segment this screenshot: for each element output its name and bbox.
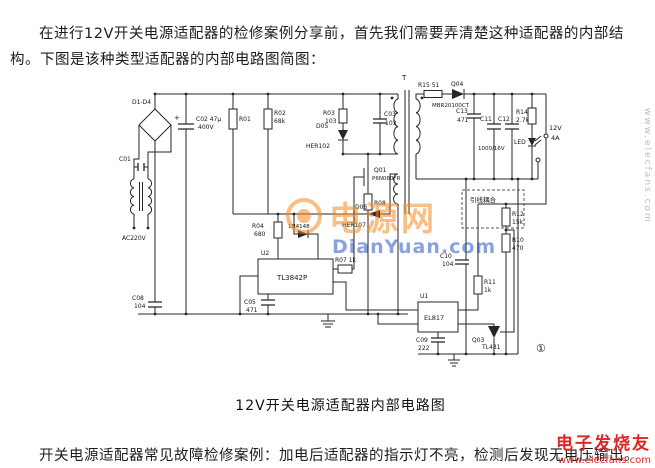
component-label: 471 [246,307,258,314]
component-label: U1 [420,293,428,300]
component-label: R14 [516,109,528,116]
component-label: Q04 [451,81,464,88]
component-label: 471 [457,117,469,124]
diode-1n4148 [298,230,308,238]
rectifier-q04 [452,89,464,99]
transformer-aux-winding [393,173,399,205]
ic-tl3842p-box [257,258,334,295]
component-label: R15 51 [418,82,440,89]
component-label: 68k [274,118,286,125]
component-label: C11 [480,116,492,123]
component-label: Q03 [472,337,485,344]
diode-d06 [368,210,380,218]
component-label: 引线耦合 [470,195,497,204]
case-paragraph: 开关电源适配器常见故障检修案例：加电后适配器的指示灯不亮，检测后发现无电压输出。 [39,447,639,464]
component-label: R10 [512,237,524,244]
component-label: D06 [355,204,367,211]
shunt-regulator-tl431 [488,326,500,338]
component-label: C01 [119,156,131,163]
figure-caption: 12V开关电源适配器内部电路图 [235,398,446,414]
mosfet-q01 [363,166,369,188]
component-label: AC220V [122,235,147,242]
component-label: C10 [440,253,452,260]
corner-watermark-subtext: www.elecfans.com [557,454,651,466]
transformer-primary-winding [393,98,399,155]
output-terminal [535,157,541,163]
component-label: R03 [323,110,335,117]
component-label: ① [536,342,546,355]
component-label: R02 [274,110,286,117]
component-label: HER102 [306,143,330,150]
component-label: R12 [512,211,524,218]
component-label: + [174,114,180,122]
component-label: C03 [384,111,396,118]
component-label: 15k [512,219,524,226]
component-label: C09 [416,337,428,344]
component-label: 103 [325,118,337,125]
component-label: MBR20100CT [432,103,470,109]
component-label: 680 [254,231,266,238]
junction-dots [132,92,549,356]
corner-watermark: 电子发烧友 www.elecfans.com [556,433,651,466]
component-label: R11 [484,279,496,286]
component-label: R04 [252,223,264,230]
component-label: 1000/16V [478,146,505,152]
diode-d05 [338,130,348,140]
component-label: C02 47μ [196,116,221,123]
component-label: LED [514,139,526,146]
component-label: U2 [261,250,269,257]
component-label: P6N060FR [372,176,401,182]
component-label: 1k [484,287,492,294]
resistor-bodies [228,90,537,295]
component-label: 12V [549,124,562,132]
component-label: C12 [498,116,510,123]
component-label: T [401,74,407,82]
component-label: R01 [239,116,251,123]
component-label: 400V [198,124,214,131]
optocoupler-el817-box [417,301,459,333]
component-label: R08 [374,200,386,207]
side-watermark: www.elecfans.com [642,108,652,224]
capacitor-plates [137,113,519,343]
component-label: 222 [418,345,430,352]
line-filter-choke [129,178,153,215]
output-terminal [543,133,549,139]
bridge-rectifier [138,108,172,142]
component-label: D1-D4 [132,99,151,106]
corner-watermark-text: 电子发烧友 [556,433,651,454]
intro-paragraph: 在进行12V开关电源适配器的检修案例分享前，首先我们需要弄清楚这种适配器的内部结… [10,25,624,68]
component-label: 2.7k [516,117,530,124]
component-label: 1N4148 [288,224,310,230]
component-label: TL3842P [276,274,307,282]
component-label: 4A [551,134,560,142]
component-label: 104 [134,303,146,310]
component-label: HER107 [342,222,366,229]
component-label: D05 [316,123,328,130]
component-label: 103 [385,120,397,127]
component-label: 104 [442,261,454,268]
transformer-secondary-winding [415,98,421,155]
component-label: Q01 [374,167,387,174]
component-label: C05 [244,299,256,306]
component-label: R07 1k [335,257,357,264]
component-label: TL431 [481,344,501,351]
component-label: C13 [456,108,468,115]
component-label: C08 [132,295,144,302]
component-label: 470 [512,245,524,252]
lead-coupling-annotation-box [461,189,525,229]
component-label: EL817 [424,314,444,322]
led-indicator [528,138,536,146]
